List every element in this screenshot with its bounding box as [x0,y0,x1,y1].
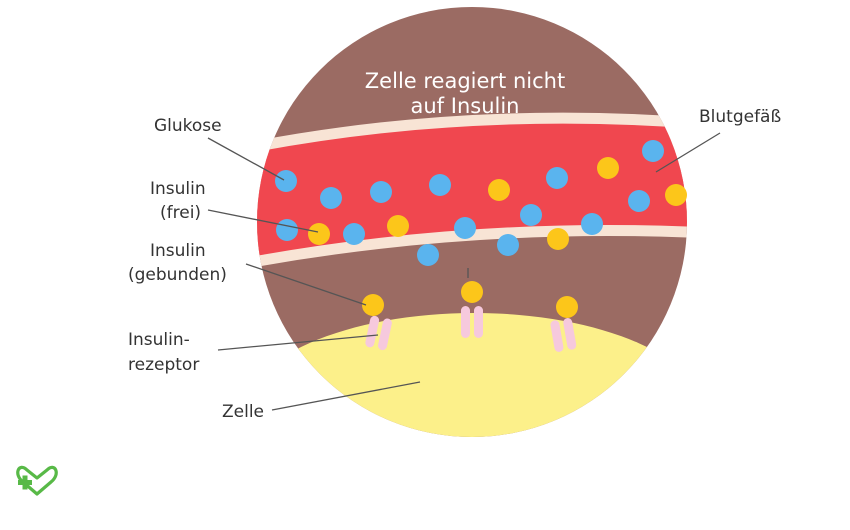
label-insulin-gebunden-1: Insulin [150,241,206,261]
cell-body [257,313,687,437]
leader-lines [207,132,721,411]
diagram-title-line1: Zelle reagiert nicht [365,69,565,93]
label-zelle: Zelle [222,402,264,422]
leader-line-rezeptor [217,334,379,351]
glucose-molecule [320,187,342,209]
label-insulin-frei-1: Insulin [150,179,206,199]
glucose-molecule [343,223,365,245]
glucose-molecule [429,174,451,196]
glucose-molecule [417,244,439,266]
label-rezeptor-1: Insulin- [128,330,190,350]
receptor-arm [474,306,483,338]
insulin-molecule [387,215,409,237]
leader-line-zelle [271,381,421,411]
diagram-title-line2: auf Insulin [411,94,520,118]
receptor-arm [365,315,380,348]
insulin-molecule [488,179,510,201]
bound-insulin [461,281,483,303]
glucose-molecule [520,204,542,226]
insulin-molecule [308,223,330,245]
receptor-arm [461,306,470,338]
glucose-molecule [546,167,568,189]
glucose-molecule [370,181,392,203]
leader-line-glukose [207,137,285,181]
bound-insulin [362,294,384,316]
receptor-3 [550,318,577,352]
receptor-arm [550,320,564,352]
glucose-molecule [497,234,519,256]
receptor-1 [365,315,392,351]
label-insulin-gebunden-2: (gebunden) [128,265,227,285]
label-blutgefaess: Blutgefäß [699,107,781,127]
glucose-molecule [276,219,298,241]
receptor-arm [563,318,577,350]
insulin-molecule [597,157,619,179]
heart-cross-icon [16,465,58,496]
insulin-molecule [665,184,687,206]
leader-line-blutgefaess [655,132,721,173]
label-rezeptor-2: rezeptor [128,355,199,375]
label-insulin-frei-2: (frei) [160,203,201,223]
receptor-arm [378,318,392,351]
glucose-molecule [642,140,664,162]
label-glukose: Glukose [154,116,222,136]
insulin-molecule [547,228,569,250]
glucose-molecule [581,213,603,235]
leader-line-insulin-gebunden [245,263,367,306]
glucose-molecule [628,190,650,212]
leader-line-insulin-frei [207,209,319,233]
glucose-molecule [454,217,476,239]
free-insulin-group [308,157,687,250]
glucose-molecule [275,170,297,192]
glucose-group [275,140,664,266]
bound-insulin [556,296,578,318]
receptor-2 [461,306,483,338]
